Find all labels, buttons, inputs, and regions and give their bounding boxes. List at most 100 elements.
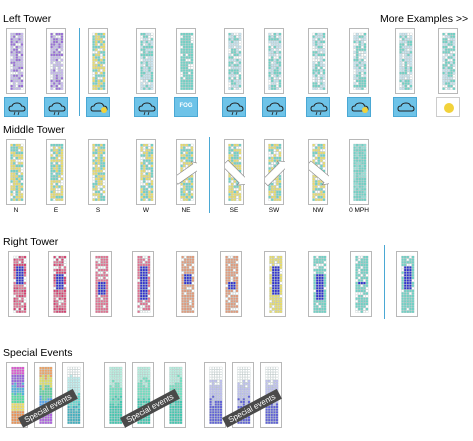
middle-tower-title: Middle Tower (3, 124, 65, 136)
left-tower-title: Left Tower (3, 13, 52, 25)
tower-grid (401, 255, 415, 313)
tower-grid (313, 255, 327, 313)
more-examples-link[interactable]: More Examples >> (380, 13, 469, 25)
tower-thumbnail[interactable] (224, 139, 245, 205)
tower-grid (95, 255, 109, 313)
tower-thumbnail[interactable] (88, 28, 108, 94)
tower-grid (442, 32, 456, 90)
tower-thumbnail[interactable] (136, 139, 156, 205)
tower-grid (353, 32, 367, 90)
tower-grid (180, 32, 194, 90)
tower-grid (353, 143, 367, 201)
tower-grid (50, 32, 64, 90)
tower-thumbnail[interactable] (46, 28, 66, 94)
cloud-sun-icon (86, 97, 110, 117)
tower-thumbnail[interactable] (220, 251, 242, 317)
tower-thumbnail[interactable] (104, 362, 126, 428)
tower-thumbnail[interactable] (438, 28, 458, 94)
tower-thumbnail[interactable] (6, 362, 28, 428)
direction-label: NW (312, 207, 324, 214)
wind-arrow-icon (265, 160, 285, 187)
tower-thumbnail[interactable] (308, 251, 330, 317)
tower-grid (309, 143, 329, 201)
tower-grid (109, 366, 123, 424)
tower-thumbnail[interactable] (349, 28, 369, 94)
tower-thumbnail[interactable] (132, 251, 154, 317)
group-separator (384, 245, 385, 319)
tower-grid (209, 366, 223, 424)
tower-grid (92, 143, 106, 201)
tower-grid (269, 255, 283, 313)
tower-grid (225, 255, 239, 313)
tower-thumbnail[interactable] (396, 251, 418, 317)
tower-grid (312, 32, 326, 90)
tower-thumbnail[interactable] (6, 28, 26, 94)
direction-label: E (53, 207, 59, 214)
tower-grid (399, 32, 413, 90)
tower-thumbnail[interactable] (224, 28, 244, 94)
tower-grid (355, 255, 369, 313)
direction-label: S (95, 207, 101, 214)
tower-thumbnail[interactable] (176, 139, 197, 205)
tower-grid (265, 143, 285, 201)
tower-thumbnail[interactable] (8, 251, 30, 317)
wind-arrow-icon (177, 161, 197, 185)
tower-thumbnail[interactable] (136, 28, 156, 94)
tower-grid (140, 32, 154, 90)
tower-thumbnail[interactable] (88, 139, 108, 205)
tower-grid (225, 143, 245, 201)
tower-grid (53, 255, 67, 313)
tower-thumbnail[interactable] (264, 251, 286, 317)
tower-thumbnail[interactable] (349, 139, 369, 205)
right-tower-title: Right Tower (3, 236, 59, 248)
tower-grid (10, 32, 24, 90)
cloud-sun-icon (347, 97, 371, 117)
cloud-rain-icon (306, 97, 330, 117)
direction-label: SW (268, 207, 280, 214)
wind-arrow-icon (309, 160, 329, 186)
wind-arrow-icon (225, 159, 245, 186)
tower-thumbnail[interactable] (350, 251, 372, 317)
tower-thumbnail[interactable] (48, 251, 70, 317)
cloud-rain-icon (134, 97, 158, 117)
tower-grid (92, 32, 106, 90)
direction-label: SE (229, 207, 239, 214)
tower-thumbnail[interactable] (90, 251, 112, 317)
tower-grid (169, 366, 183, 424)
special-events-title: Special Events (3, 347, 73, 359)
fog-label: FOG (179, 103, 193, 109)
cloud-rain-icon (262, 97, 286, 117)
direction-label: NE (181, 207, 191, 214)
tower-thumbnail[interactable] (176, 28, 196, 94)
sun-icon (436, 97, 460, 117)
cloud-rain-icon (4, 97, 28, 117)
tower-grid (181, 255, 195, 313)
tower-grid (140, 143, 154, 201)
tower-thumbnail[interactable] (264, 139, 285, 205)
tower-thumbnail[interactable] (176, 251, 198, 317)
tower-grid (13, 255, 27, 313)
tower-grid (268, 32, 282, 90)
direction-label: N (13, 207, 19, 214)
tower-thumbnail[interactable] (264, 28, 284, 94)
tower-thumbnail[interactable] (6, 139, 26, 205)
direction-label: 0 MPH (349, 207, 369, 214)
tower-thumbnail[interactable] (395, 28, 415, 94)
tower-grid (177, 143, 197, 201)
tower-thumbnail[interactable] (46, 139, 66, 205)
tower-grid (50, 143, 64, 201)
tower-thumbnail[interactable] (308, 139, 329, 205)
tower-grid (137, 255, 151, 313)
tower-thumbnail[interactable] (308, 28, 328, 94)
tower-grid (228, 32, 242, 90)
direction-label: W (142, 207, 150, 214)
tower-thumbnail[interactable] (204, 362, 226, 428)
fog-badge: FOG (174, 97, 198, 117)
tower-grid (10, 143, 24, 201)
group-separator (209, 137, 210, 213)
group-separator (79, 28, 80, 116)
cloud-rain-icon (44, 97, 68, 117)
cloud-rain-icon (222, 97, 246, 117)
cloud-icon (393, 97, 417, 117)
tower-grid (11, 366, 25, 424)
